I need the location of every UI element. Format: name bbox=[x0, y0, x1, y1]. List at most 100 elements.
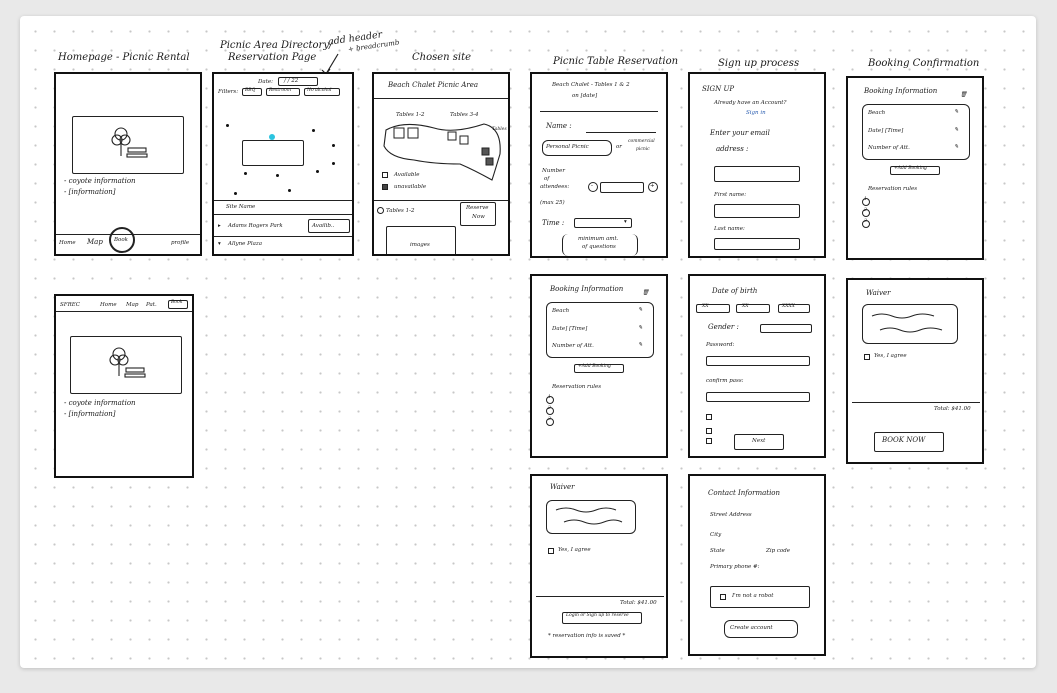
captcha-label: I'm not a robot bbox=[732, 593, 774, 599]
header-book-button[interactable] bbox=[168, 300, 188, 309]
dob-month-select[interactable] bbox=[736, 304, 770, 313]
plus-button[interactable] bbox=[648, 182, 658, 192]
password-input[interactable] bbox=[706, 356, 810, 366]
frame-signup: SIGN UP Already have an Account? Sign in… bbox=[688, 72, 826, 258]
pencil-icon[interactable]: ✎ bbox=[954, 109, 959, 115]
captcha-box[interactable] bbox=[710, 586, 810, 608]
map-pin[interactable] bbox=[332, 162, 335, 165]
reserve-now-button[interactable] bbox=[460, 202, 496, 226]
map-pin[interactable] bbox=[226, 124, 229, 127]
login-signup-button[interactable] bbox=[562, 612, 642, 624]
site-row-allyne[interactable]: Allyne Plaza bbox=[228, 241, 263, 247]
personal-picnic-label: Personal Picnic bbox=[546, 144, 589, 150]
note-line-2: of questions bbox=[582, 244, 616, 250]
filter-restroom[interactable] bbox=[266, 88, 300, 96]
availability-button[interactable] bbox=[308, 219, 350, 233]
email-input[interactable] bbox=[714, 166, 800, 182]
filters-label: Filters: bbox=[218, 89, 239, 95]
map-pin[interactable] bbox=[316, 170, 319, 173]
rule-3: 3 bbox=[864, 219, 867, 224]
phone-label: Primary phone #: bbox=[710, 564, 760, 570]
site-row-adams[interactable]: Adams Rogers Park bbox=[228, 223, 283, 229]
first-name-input[interactable] bbox=[714, 204, 800, 218]
radio-icon[interactable] bbox=[377, 207, 384, 214]
filter-bbq[interactable] bbox=[242, 88, 262, 96]
nav-home[interactable]: Home bbox=[59, 240, 76, 246]
legend-available: Available bbox=[394, 172, 420, 178]
pencil-icon[interactable]: ✎ bbox=[954, 127, 959, 133]
map-pin-selected[interactable] bbox=[269, 134, 275, 140]
attendees-label-2: of bbox=[544, 176, 550, 182]
terms-checkbox[interactable] bbox=[706, 438, 712, 444]
trash-icon[interactable]: 🗑 bbox=[642, 290, 649, 296]
total-divider bbox=[852, 402, 980, 403]
add-booking-button[interactable] bbox=[574, 364, 624, 373]
terms-checkbox[interactable] bbox=[706, 428, 712, 434]
map-pin[interactable] bbox=[244, 172, 247, 175]
dob-day-select[interactable] bbox=[696, 304, 730, 313]
last-name-label: Last name: bbox=[714, 226, 745, 232]
last-name-input[interactable] bbox=[714, 238, 800, 250]
nav-book[interactable]: Book bbox=[114, 237, 128, 243]
map-pin[interactable] bbox=[234, 192, 237, 195]
legend-available-box bbox=[382, 172, 388, 178]
commercial-label[interactable]: commercial bbox=[628, 139, 655, 144]
saved-note: * reservation info is saved * bbox=[548, 633, 626, 639]
header-nav-pat[interactable]: Pat. bbox=[146, 302, 157, 308]
captcha-checkbox[interactable] bbox=[720, 594, 726, 600]
time-dropdown[interactable] bbox=[574, 218, 632, 228]
pencil-icon[interactable]: ✎ bbox=[638, 342, 643, 348]
agree-checkbox[interactable] bbox=[864, 354, 870, 360]
map-pin[interactable] bbox=[312, 129, 315, 132]
reservation-rules-label: Reservation rules bbox=[552, 384, 602, 390]
next-button[interactable] bbox=[734, 434, 784, 450]
confirm-password-input[interactable] bbox=[706, 392, 810, 402]
book-now-button[interactable] bbox=[874, 432, 944, 452]
attendees-input[interactable] bbox=[600, 182, 644, 193]
map-pin[interactable] bbox=[332, 144, 335, 147]
nav-map[interactable]: Map bbox=[87, 238, 103, 246]
personal-picnic-toggle[interactable] bbox=[542, 140, 612, 156]
filter-restroom-label: Restroom bbox=[269, 88, 292, 93]
name-label: Name : bbox=[546, 122, 572, 130]
pencil-icon[interactable]: ✎ bbox=[638, 307, 643, 313]
map-pin[interactable] bbox=[276, 174, 279, 177]
filter-no-alcohol[interactable] bbox=[304, 88, 340, 96]
frame-waiver-b: Waiver Yes, I agree Total: $41.00 BOOK N… bbox=[846, 278, 984, 464]
date-input[interactable] bbox=[278, 77, 318, 86]
title-chosen-site: Chosen site bbox=[412, 52, 472, 63]
frame-signup-2: Date of birth XX XX XXXX Gender : Passwo… bbox=[688, 274, 826, 458]
hero-image-placeholder bbox=[72, 116, 184, 174]
sign-in-link[interactable]: Sign in bbox=[746, 110, 766, 116]
dob-year-select[interactable] bbox=[778, 304, 810, 313]
pencil-icon[interactable]: ✎ bbox=[954, 144, 959, 150]
terms-checkbox[interactable] bbox=[706, 414, 712, 420]
booking-row-2: Date] [Time] bbox=[552, 326, 588, 332]
map-pin[interactable] bbox=[288, 189, 291, 192]
add-booking-button[interactable] bbox=[890, 166, 940, 175]
header-nav-home[interactable]: Home bbox=[100, 302, 117, 308]
signup-heading: SIGN UP bbox=[702, 85, 735, 93]
commercial-picnic-label: picnic bbox=[636, 147, 650, 152]
header-logo[interactable]: SFREC bbox=[60, 302, 80, 308]
minus-button[interactable] bbox=[588, 182, 598, 192]
rule-number bbox=[546, 407, 554, 415]
nav-book-circle[interactable] bbox=[109, 227, 135, 253]
annotation-arrow bbox=[321, 53, 339, 75]
site-name-header: Site Name bbox=[226, 204, 256, 210]
title-table-reservation: Picnic Table Reservation bbox=[553, 56, 679, 67]
header-nav-map[interactable]: Map bbox=[126, 302, 139, 308]
gender-select[interactable] bbox=[760, 324, 812, 333]
nav-profile[interactable]: profile bbox=[171, 240, 190, 246]
create-account-button[interactable] bbox=[724, 620, 798, 638]
questions-note bbox=[562, 234, 638, 256]
agree-checkbox[interactable] bbox=[548, 548, 554, 554]
rule-number bbox=[862, 198, 870, 206]
rule-3: 3 bbox=[548, 417, 551, 422]
pencil-icon[interactable]: ✎ bbox=[638, 325, 643, 331]
map-popup bbox=[242, 140, 304, 166]
booking-row-2: Date] [Time] bbox=[868, 128, 904, 134]
trash-icon[interactable]: 🗑 bbox=[960, 92, 967, 98]
frame-table-reservation: Beach Chalet - Tables 1 & 2 on [date] Na… bbox=[530, 72, 668, 258]
name-input[interactable] bbox=[586, 132, 656, 133]
